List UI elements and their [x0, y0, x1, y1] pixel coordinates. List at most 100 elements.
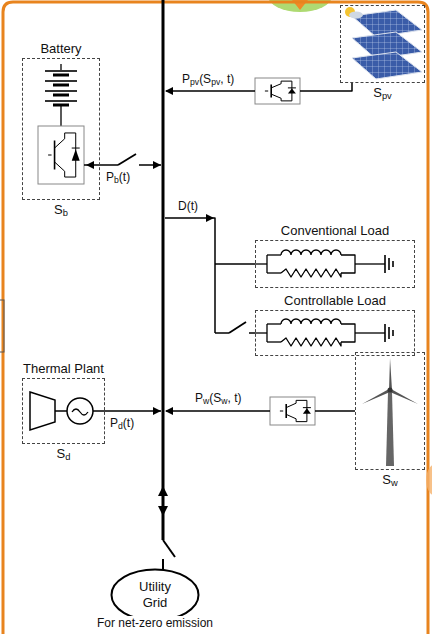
battery-plate — [45, 70, 77, 72]
turbine-blade — [390, 389, 418, 404]
inductor-coil — [281, 250, 341, 255]
turbine-shape — [30, 392, 55, 430]
wiring — [30, 0, 422, 574]
converter-box — [38, 126, 84, 184]
battery-plate — [53, 94, 69, 97]
arrow-head — [165, 87, 173, 95]
load-switch — [229, 322, 246, 333]
converter-symbol — [38, 126, 84, 184]
pv-box: Spv — [340, 5, 425, 83]
cloud-icon — [349, 12, 363, 19]
tab-decoration — [0, 300, 4, 352]
diode-bar — [288, 87, 296, 88]
load-lead — [255, 332, 267, 333]
load-box: Conventional Load — [255, 240, 415, 288]
node-label: Sw — [382, 472, 397, 488]
diode-symbol — [72, 149, 80, 161]
igbt-bar — [270, 85, 272, 98]
load-symbol — [255, 319, 393, 346]
node-heading: Battery — [40, 41, 81, 57]
ground-bar — [384, 324, 386, 342]
node-label: Sd — [57, 446, 71, 462]
battery-lead — [60, 106, 61, 126]
load-lead — [267, 341, 281, 342]
battery-box: BatterySb — [22, 58, 100, 200]
load-lead — [255, 263, 267, 264]
demand-wire — [165, 218, 215, 333]
grid-switch — [163, 540, 175, 557]
diode-symbol — [303, 408, 311, 414]
converter-symbol — [270, 397, 315, 425]
load-symbol — [255, 250, 393, 277]
igbt-leads — [286, 400, 307, 421]
diode-bar — [303, 407, 311, 408]
diode-bar — [72, 148, 80, 149]
ground-bar — [392, 330, 394, 336]
signal-label: D(t) — [176, 199, 200, 213]
node-heading: Conventional Load — [281, 223, 389, 239]
generator-circle — [67, 398, 93, 424]
thermal-wire — [93, 410, 161, 412]
shaft — [55, 410, 67, 412]
frame-border — [3, 2, 428, 634]
battery-switch — [118, 154, 136, 165]
turbine-blade — [362, 389, 390, 404]
grid-ellipse: Utility Grid — [110, 568, 200, 622]
resistor-zigzag — [281, 269, 341, 277]
load-box: Controllable Load — [255, 310, 415, 356]
grid-ellipse-outline — [112, 570, 199, 621]
diode-symbol — [288, 88, 296, 93]
node-label: Spv — [373, 85, 392, 101]
generator-tilde — [72, 409, 88, 415]
igbt-bar — [285, 404, 287, 418]
battery-plate — [45, 80, 77, 82]
pv-wire — [166, 90, 255, 92]
igbt-gate — [265, 91, 268, 92]
signal-label: Ppv(Spv, t) — [180, 72, 236, 86]
ground-bar — [392, 261, 394, 267]
node-heading: Controllable Load — [284, 293, 386, 309]
node-label: Utility Grid — [133, 579, 178, 610]
arrow-head — [86, 161, 94, 169]
converter-box — [255, 78, 300, 104]
load-lead — [355, 332, 385, 333]
turbine-hub — [388, 388, 393, 393]
converter-symbol — [255, 78, 300, 104]
inductor-coil — [281, 319, 341, 324]
load-join — [341, 255, 355, 273]
load-lead — [267, 272, 281, 273]
signal-label: Pw(Sw, t) — [193, 391, 243, 405]
pv-wire — [300, 83, 352, 91]
main-bus — [162, 0, 165, 540]
wind-turbine — [362, 358, 418, 466]
arrow-head — [158, 486, 168, 496]
arrow-head — [153, 161, 161, 169]
signal-label: Pd(t) — [108, 416, 136, 430]
ground-bar — [388, 258, 390, 270]
arrow-head — [165, 407, 173, 415]
igbt-gate — [48, 155, 51, 156]
igbt-leads — [55, 133, 76, 177]
battery-plate — [45, 90, 77, 92]
resistor-zigzag — [281, 338, 341, 346]
load-join — [341, 324, 355, 342]
demand-wire — [215, 263, 255, 265]
demand-wire — [215, 332, 229, 334]
node-label: Sb — [54, 202, 68, 218]
igbt-leads — [271, 81, 292, 101]
battery-symbol — [45, 64, 77, 126]
load-split — [266, 255, 267, 273]
arrow-head — [158, 506, 168, 516]
thermal-plant-symbol — [30, 392, 93, 430]
solar-panel — [352, 52, 422, 79]
battery-plate — [53, 74, 69, 77]
battery-lead — [60, 64, 61, 70]
load-split — [266, 324, 267, 342]
plant-box: Thermal PlantSd — [22, 378, 105, 444]
wind-wire — [166, 410, 270, 412]
converter-box — [270, 397, 315, 425]
